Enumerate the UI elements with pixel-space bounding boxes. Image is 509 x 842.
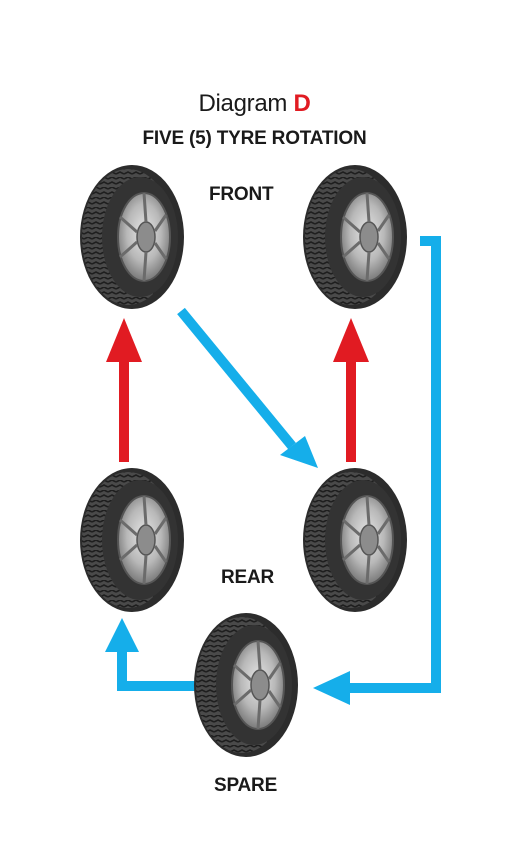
- tyre-rear-left: [78, 466, 186, 614]
- arrow-front-left-to-rear-right: [177, 307, 318, 468]
- tyre-spare: [192, 611, 300, 759]
- tyre-front-left: [78, 163, 186, 311]
- title-prefix: Diagram: [198, 90, 288, 117]
- arrow-rear-left-to-front-left: [106, 318, 142, 462]
- label-spare: SPARE: [214, 775, 278, 796]
- arrow-rear-right-to-front-right: [333, 318, 369, 462]
- diagram-subtitle: FIVE (5) TYRE ROTATION: [142, 128, 367, 149]
- label-front: FRONT: [209, 184, 274, 205]
- tyre-rear-right: [301, 466, 409, 614]
- arrow-front-right-to-spare: [313, 236, 441, 705]
- diagram-title: Diagram D: [0, 90, 509, 118]
- arrow-spare-to-rear-left: [105, 618, 196, 691]
- label-rear: REAR: [221, 567, 275, 588]
- tyre-front-right: [301, 163, 409, 311]
- title-letter: D: [293, 90, 311, 117]
